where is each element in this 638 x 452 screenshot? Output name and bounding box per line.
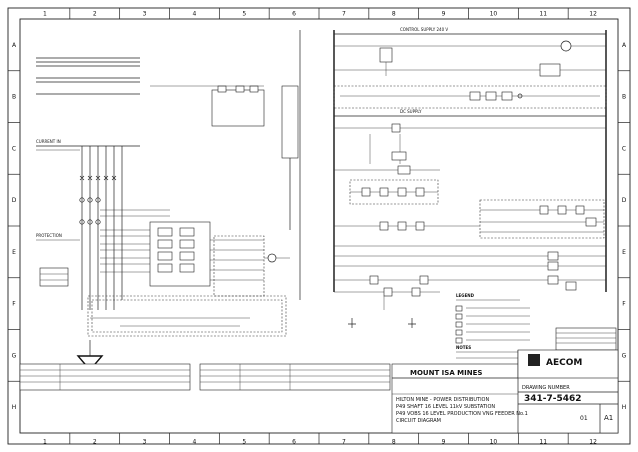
- title-line-1: HILTON MINE - POWER DISTRIBUTION: [396, 397, 489, 403]
- title-line-3: P49 VOBS 16 LEVEL PRODUCTION VNG FEEDER …: [396, 411, 528, 417]
- grid-column-label: 5: [242, 439, 246, 446]
- grid-column-label: 7: [342, 439, 346, 446]
- grid-row-label: G: [622, 352, 627, 359]
- legend-block: [455, 299, 530, 359]
- revision-number: 01: [580, 415, 588, 422]
- current-in-label: CURRENT IN: [36, 139, 61, 144]
- grid-column-label: 5: [242, 11, 246, 18]
- grid-row-label: A: [12, 42, 17, 49]
- grid-row-label: H: [622, 404, 627, 411]
- grid-column-label: 12: [589, 439, 597, 446]
- grid-row-label: F: [622, 301, 626, 308]
- grid-column-label: 8: [392, 439, 396, 446]
- grid-row-label: H: [12, 404, 17, 411]
- grid-column-label: 11: [539, 439, 547, 446]
- grid-row-label: E: [622, 249, 626, 256]
- grid-column-label: 10: [490, 11, 498, 18]
- notes-heading: NOTES: [456, 345, 471, 350]
- grid-column-label: 11: [539, 11, 547, 18]
- aecom-logo-mark: [528, 354, 540, 366]
- protection-label: PROTECTION: [36, 233, 62, 238]
- control-circuit-ladder: [333, 30, 607, 328]
- grid-column-label: 12: [589, 11, 597, 18]
- grid-row-label: B: [622, 94, 626, 101]
- grid-column-label: 1: [43, 11, 47, 18]
- drawing-number-label: DRAWING NUMBER: [522, 385, 570, 391]
- grid-column-label: 1: [43, 439, 47, 446]
- grid-column-label: 6: [292, 439, 296, 446]
- dc-supply-label: DC SUPPLY: [400, 109, 422, 114]
- title-block: AECOM MOUNT ISA MINES HILTON MINE - POWE…: [391, 349, 619, 434]
- grid-column-label: 8: [392, 11, 396, 18]
- grid-row-label: C: [622, 145, 626, 152]
- grid-row-markers: A A B B C C D D E E F F G G H H: [8, 42, 630, 411]
- grid-column-label: 4: [193, 11, 197, 18]
- grid-row-label: C: [12, 145, 16, 152]
- title-line-2: P49 SHAFT 16 LEVEL 11kV SUBSTATION: [396, 404, 495, 410]
- grid-row-label: F: [12, 301, 16, 308]
- grid-row-label: G: [12, 352, 17, 359]
- grid-row-label: A: [622, 42, 627, 49]
- revision-table: [19, 327, 617, 391]
- grid-column-label: 4: [193, 439, 197, 446]
- logo-text: AECOM: [546, 358, 582, 368]
- grid-column-label: 9: [442, 439, 446, 446]
- grid-column-label: 10: [490, 439, 498, 446]
- legend-heading: LEGEND: [456, 293, 475, 298]
- title-line-4: CIRCUIT DIAGRAM: [396, 418, 441, 424]
- grid-row-label: D: [12, 197, 17, 204]
- grid-column-label: 2: [93, 11, 97, 18]
- grid-column-label: 9: [442, 11, 446, 18]
- grid-row-label: D: [622, 197, 627, 204]
- grid-column-label: 7: [342, 11, 346, 18]
- grid-column-label: 3: [143, 439, 147, 446]
- power-circuit-section: [36, 30, 301, 372]
- grid-column-label: 2: [93, 439, 97, 446]
- drawing-number: 341-7-5462: [524, 394, 582, 404]
- grid-column-label: 3: [143, 11, 147, 18]
- grid-column-label: 6: [292, 11, 296, 18]
- company-name: MOUNT ISA MINES: [410, 369, 482, 377]
- grid-row-label: B: [12, 94, 16, 101]
- sheet-size: A1: [604, 414, 613, 422]
- grid-row-label: E: [12, 249, 16, 256]
- control-supply-label: CONTROL SUPPLY 240 V: [400, 27, 448, 32]
